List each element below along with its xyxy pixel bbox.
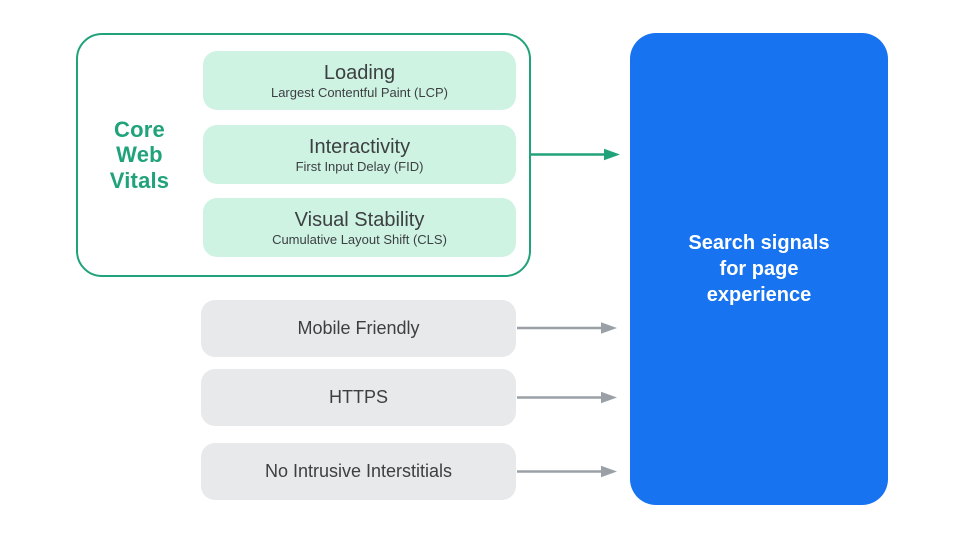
signal-box-https: HTTPS [201,369,516,426]
search-signals-label-line: experience [706,284,812,306]
signal-label: No Intrusive Interstitials [264,461,453,481]
cwv-item-subtitle: Largest Contentful Paint (LCP) [270,84,449,100]
cwv-item-subtitle: First Input Delay (FID) [295,158,424,174]
search-signals-label-line: Search signals [688,232,830,254]
search-signals-label: Search signals for page experience [688,230,829,308]
cwv-item-title: Interactivity [308,135,411,158]
arrow-no-intrusive-interstitials [517,465,617,478]
cwv-item-title: Visual Stability [294,208,425,231]
core-web-vitals-label-line: Core [114,116,165,142]
signal-label: HTTPS [328,387,388,407]
cwv-item-title: Loading [323,61,396,84]
core-web-vitals-group [76,33,531,277]
core-web-vitals-label-line: Web [116,142,163,168]
arrow-https [517,391,617,404]
arrow-core-web-vitals [531,148,620,161]
signal-box-no-intrusive-interstitials: No Intrusive Interstitials [201,443,516,500]
cwv-item-subtitle: Cumulative Layout Shift (CLS) [272,231,447,247]
arrow-mobile-friendly [517,322,617,334]
cwv-item-visual-stability: Visual Stability Cumulative Layout Shift… [203,198,516,257]
search-signals-box: Search signals for page experience [630,33,888,505]
search-signals-label-line: for page [719,258,799,280]
core-web-vitals-label: Core Web Vitals [76,33,203,277]
signal-box-mobile-friendly: Mobile Friendly [201,300,516,357]
cwv-item-loading: Loading Largest Contentful Paint (LCP) [203,51,516,110]
signal-label: Mobile Friendly [297,318,420,338]
cwv-item-interactivity: Interactivity First Input Delay (FID) [203,125,516,184]
core-web-vitals-label-line: Vitals [109,167,170,193]
